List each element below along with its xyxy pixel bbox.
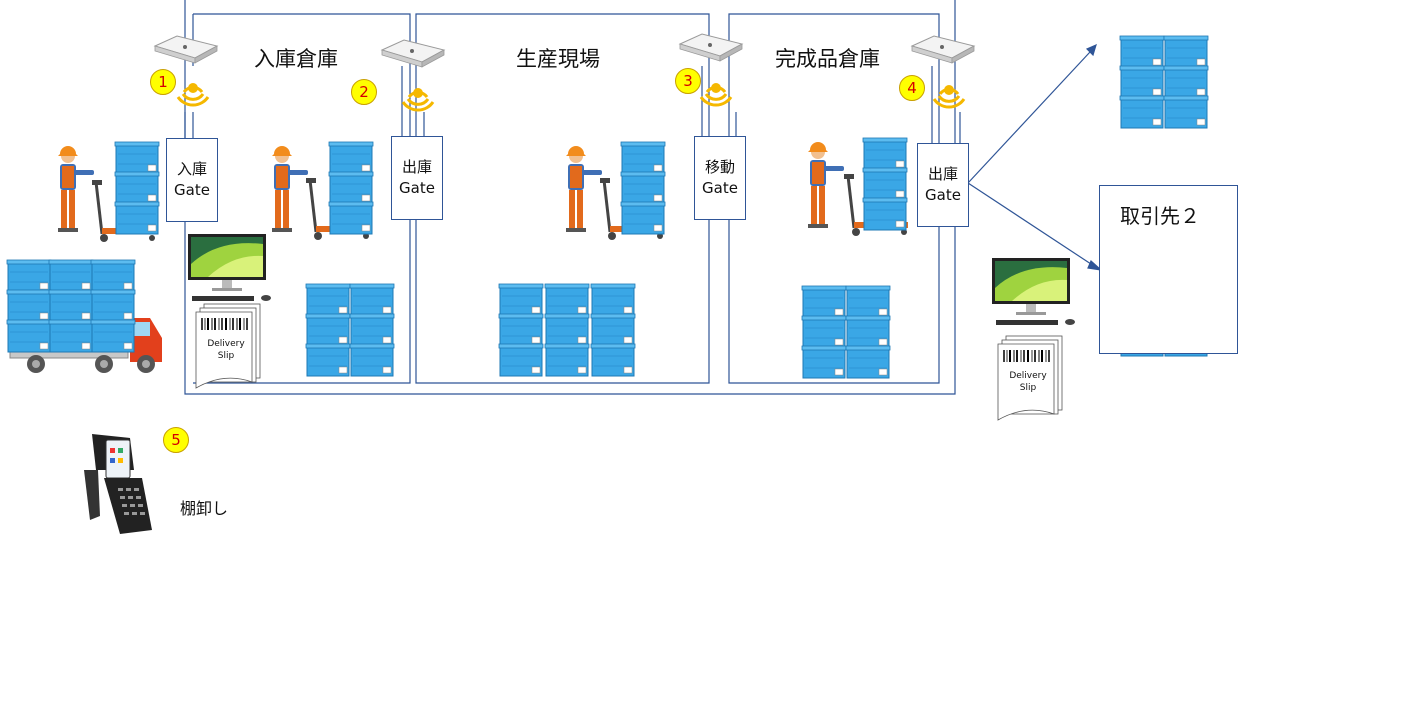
slip-line1: Delivery	[1009, 371, 1047, 381]
zone-title-receiving: 入庫倉庫	[254, 47, 338, 71]
gate-label-line2: Gate	[174, 181, 210, 199]
container-box-icon	[114, 141, 160, 235]
step-badge-5: 5	[163, 427, 189, 453]
container-box-icon	[620, 141, 666, 235]
gate-label-line1: 入庫	[176, 160, 207, 178]
step-badge-2: 2	[351, 79, 377, 105]
signal-icon	[176, 81, 210, 107]
container-box-icon	[1119, 35, 1209, 129]
container-box-icon	[328, 141, 374, 235]
delivery-slip-label-shipping: Delivery Slip	[1002, 370, 1054, 394]
rfid-reader-icon	[381, 39, 445, 68]
zone-title-production: 生産現場	[516, 47, 600, 71]
partner-2-title: 取引先２	[1120, 204, 1200, 228]
gate-outbound-receiving: 出庫 Gate	[391, 136, 443, 220]
gate-label-line2: Gate	[702, 179, 738, 197]
step-badge-1: 1	[150, 69, 176, 95]
slip-line1: Delivery	[207, 339, 245, 349]
step-badge-4: 4	[899, 75, 925, 101]
signal-icon	[699, 81, 733, 107]
container-box-icon	[498, 283, 636, 377]
gate-outbound-finished: 出庫 Gate	[917, 143, 969, 227]
handheld-label: 棚卸し	[180, 499, 229, 518]
rfid-reader-icon	[154, 35, 218, 64]
worker-icon	[272, 146, 308, 232]
gate-inbound: 入庫 Gate	[166, 138, 218, 222]
worker-icon	[58, 146, 94, 232]
container-box-icon	[305, 283, 395, 377]
container-box-icon	[801, 285, 891, 379]
slip-line2: Slip	[217, 351, 235, 361]
gate-label-line1: 移動	[704, 158, 735, 176]
zone-title-finished: 完成品倉庫	[775, 47, 880, 71]
handheld-scanner-icon	[84, 434, 152, 534]
shipment-arrows	[967, 43, 1103, 271]
gate-label-line1: 出庫	[927, 165, 958, 183]
partner-2-box	[1099, 185, 1238, 354]
container-box-icon	[862, 137, 908, 231]
signal-icon	[401, 86, 435, 112]
rfid-reader-icon	[679, 33, 743, 62]
step-badge-3: 3	[675, 68, 701, 94]
gate-label-line2: Gate	[925, 186, 961, 204]
gate-label-line2: Gate	[399, 179, 435, 197]
gate-move: 移動 Gate	[694, 136, 746, 220]
delivery-slip-label-receiving: Delivery Slip	[200, 338, 252, 362]
monitor-icon	[188, 234, 271, 301]
monitor-icon	[992, 258, 1075, 325]
container-box-icon	[6, 259, 136, 353]
rfid-reader-icon	[911, 35, 975, 64]
gate-label-line1: 出庫	[401, 158, 432, 176]
truck-icon	[9, 318, 162, 373]
worker-icon	[566, 146, 602, 232]
slip-line2: Slip	[1019, 383, 1037, 393]
worker-icon	[808, 142, 844, 228]
